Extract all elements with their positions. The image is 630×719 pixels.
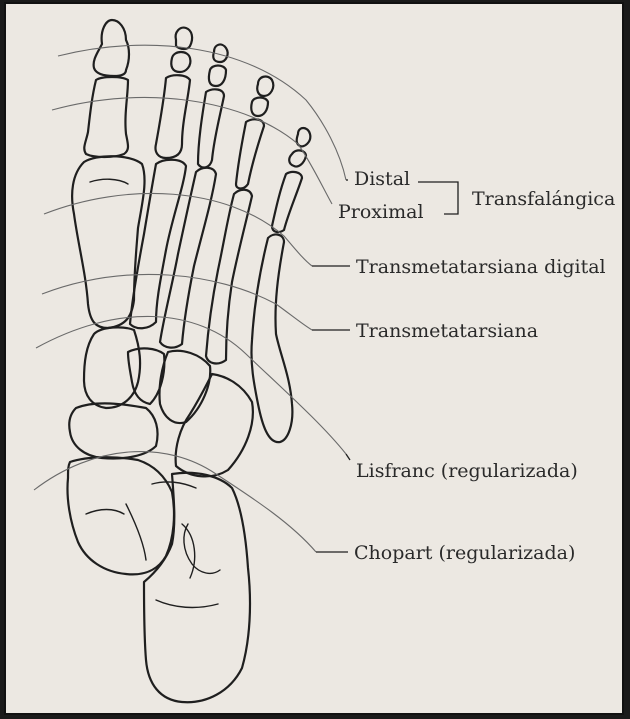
toe-4-distal bbox=[257, 77, 273, 96]
toe-4-proximal bbox=[236, 119, 264, 188]
transmetatarsiana-level-line bbox=[42, 274, 312, 330]
toe-2-distal bbox=[176, 28, 192, 49]
metatarsal-3 bbox=[160, 168, 216, 348]
talus bbox=[67, 457, 174, 574]
lisfranc-label: Lisfranc (regularizada) bbox=[356, 462, 578, 481]
lisfranc-leader bbox=[346, 454, 350, 460]
diagram-frame: Distal Proximal Transfalángica Transmeta… bbox=[4, 2, 624, 715]
toe-4-middle bbox=[251, 98, 268, 117]
metatarsal-5 bbox=[251, 235, 292, 443]
transmetatarsiana-label: Transmetatarsiana bbox=[356, 322, 538, 341]
medial-cuneiform bbox=[84, 327, 140, 408]
lisfranc-level-line bbox=[36, 316, 346, 454]
foot-skeleton-drawing bbox=[6, 4, 624, 715]
navicular bbox=[69, 403, 157, 458]
chopart-label: Chopart (regularizada) bbox=[354, 544, 575, 563]
toe-3-middle bbox=[209, 66, 226, 87]
transfalangica-bracket bbox=[418, 182, 458, 214]
toe-2-proximal bbox=[155, 75, 190, 158]
lateral-cuneiform bbox=[159, 351, 210, 423]
toe-2-middle bbox=[171, 52, 190, 72]
toe-5-distal bbox=[297, 128, 311, 146]
metatarsal-2 bbox=[130, 160, 186, 329]
distal-label: Distal bbox=[354, 170, 410, 189]
calcaneus bbox=[144, 473, 250, 702]
toe-5-proximal bbox=[272, 172, 302, 232]
hallux-proximal-phalanx bbox=[84, 77, 128, 157]
proximal-label: Proximal bbox=[338, 203, 424, 222]
metatarsal-1 bbox=[72, 156, 144, 328]
toe-3-proximal bbox=[198, 89, 224, 167]
transmetatarsiana-digital-label: Transmetatarsiana digital bbox=[356, 258, 606, 277]
metatarsal-4 bbox=[206, 190, 252, 364]
transfalangica-label: Transfalángica bbox=[472, 190, 615, 209]
cuboid bbox=[176, 374, 253, 476]
